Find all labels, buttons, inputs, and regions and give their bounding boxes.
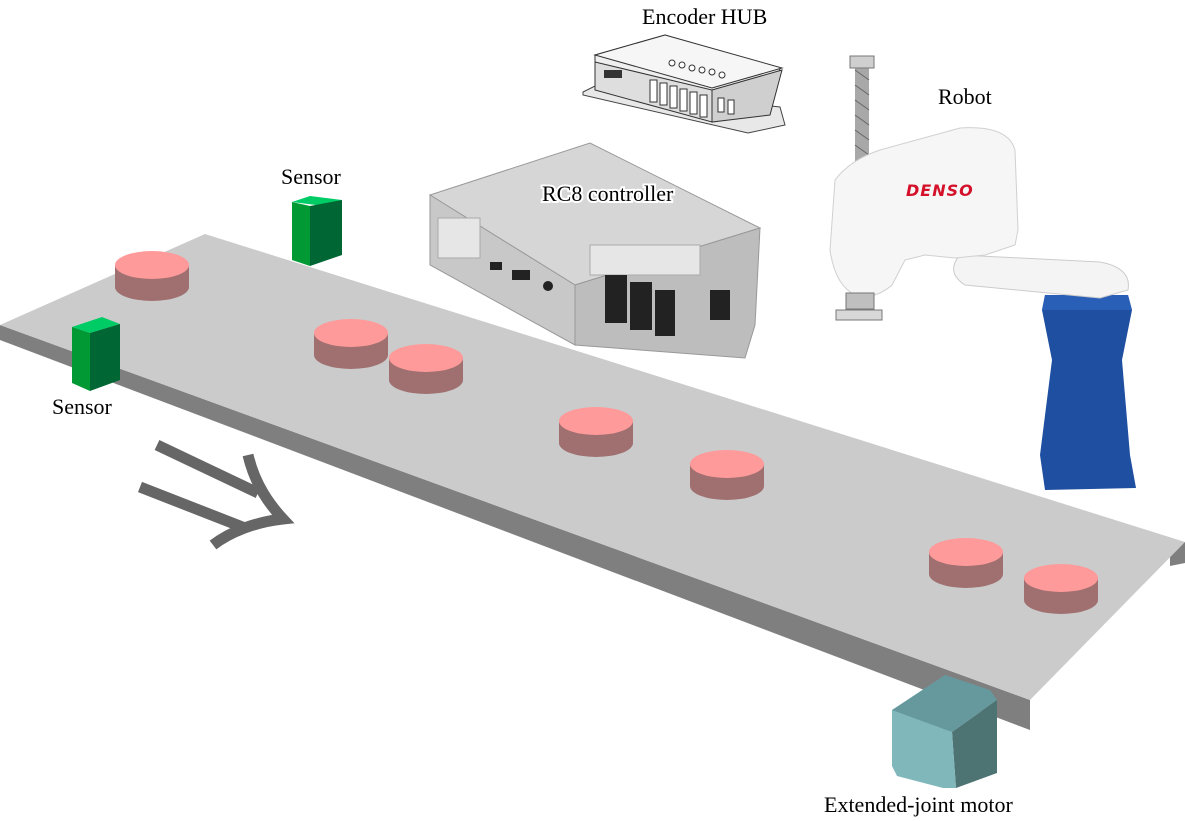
sensor-lower-label: Sensor xyxy=(52,394,113,419)
workpiece-top xyxy=(929,538,1003,566)
workpiece-top xyxy=(389,344,463,372)
workpiece-top xyxy=(1024,564,1098,592)
rc8-controller-label: RC8 controller xyxy=(542,181,674,206)
workpiece-top xyxy=(690,450,764,478)
robot-label: Robot xyxy=(938,84,992,109)
sensor-lower xyxy=(72,317,120,391)
workpiece xyxy=(314,319,388,369)
rc8-controller: RC8 controller xyxy=(428,142,762,359)
workpiece-top xyxy=(559,407,633,435)
encoder-hub xyxy=(582,34,786,134)
workpiece xyxy=(389,344,463,394)
scara-robot: DENSO xyxy=(829,55,1136,490)
workpiece xyxy=(559,407,633,457)
sensor-upper xyxy=(292,196,342,266)
workpiece xyxy=(929,538,1003,588)
conveyor-belt xyxy=(0,234,1185,730)
workpiece xyxy=(690,450,764,500)
workpiece xyxy=(115,251,189,301)
encoder-hub-label: Encoder HUB xyxy=(642,4,767,29)
workpiece-top xyxy=(115,251,189,279)
workpieces xyxy=(115,251,1098,614)
sensor-upper-label: Sensor xyxy=(281,164,342,189)
direction-arrow-icon xyxy=(137,440,295,550)
belt-top xyxy=(0,234,1185,700)
workpiece-top xyxy=(314,319,388,347)
extended-joint-motor xyxy=(892,675,997,788)
belt-side-left xyxy=(0,325,1030,730)
robot-brand-logo: DENSO xyxy=(906,181,974,200)
workpiece xyxy=(1024,564,1098,614)
motor-label: Extended-joint motor xyxy=(824,792,1013,817)
